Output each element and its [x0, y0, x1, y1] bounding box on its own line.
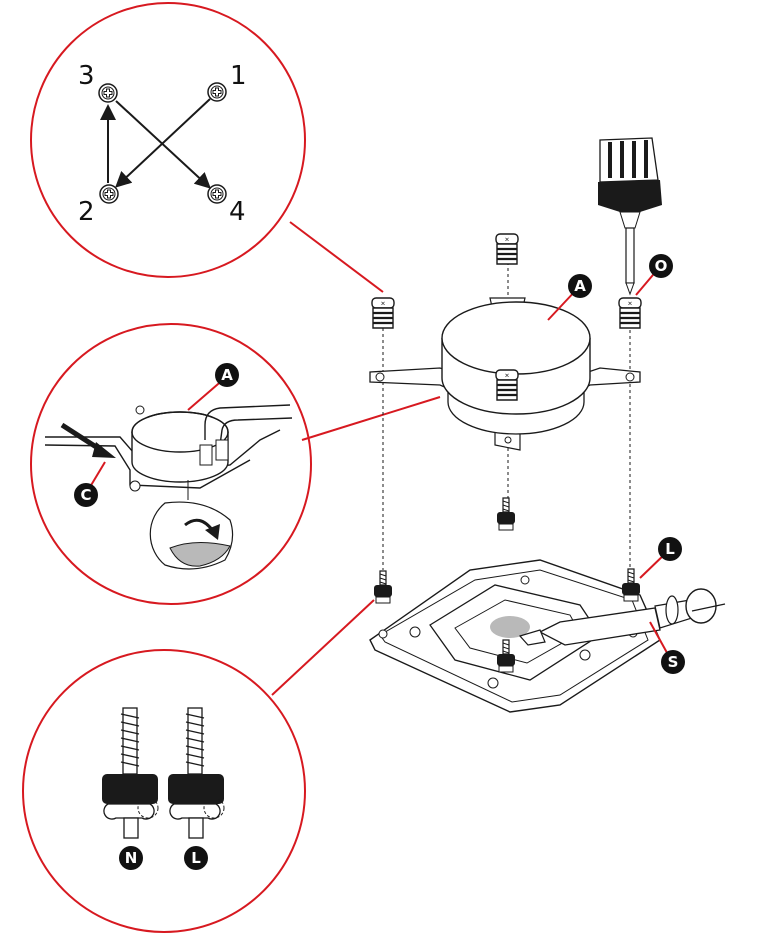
svg-text:L: L: [191, 849, 201, 867]
callout-leader-line: [290, 222, 383, 292]
standoff-detail-callout: [23, 650, 305, 932]
pump-screw-icon: [496, 234, 518, 264]
badge-c-contact-plate: C: [74, 483, 98, 507]
callout-leader-line: [272, 600, 374, 695]
screw-number-2: 2: [78, 197, 95, 227]
badge-n-standoff: N: [119, 846, 143, 870]
svg-text:A: A: [221, 366, 233, 384]
phillips-screw-icon: [100, 185, 118, 203]
standoff-icon: [374, 571, 392, 603]
pump-screw-icon: [372, 298, 394, 328]
phillips-screw-icon: [99, 84, 117, 102]
phillips-screw-icon: [208, 185, 226, 203]
badge-a-detail: A: [215, 363, 239, 387]
svg-text:S: S: [668, 653, 679, 671]
svg-text:N: N: [125, 849, 138, 867]
pump-screw-icon: [496, 370, 518, 400]
badge-o-screwdriver: O: [649, 254, 673, 278]
badge-l-standoff: L: [658, 537, 682, 561]
svg-text:L: L: [665, 540, 675, 558]
badge-l-standoff-detail: L: [184, 846, 208, 870]
standoff-icon: [497, 498, 515, 530]
screw-number-1: 1: [230, 61, 247, 91]
callout-leader-line: [302, 397, 440, 440]
phillips-screw-icon: [208, 83, 226, 101]
screw-number-4: 4: [229, 197, 246, 227]
svg-text:A: A: [574, 277, 586, 295]
badge-s-thermal-paste: S: [661, 650, 685, 674]
screw-number-3: 3: [78, 61, 95, 91]
pump-screw-icon: [619, 298, 641, 328]
screw-order-callout: [31, 3, 305, 277]
svg-text:O: O: [655, 257, 668, 275]
svg-text:C: C: [80, 486, 91, 504]
standoff-icon: [622, 569, 640, 601]
badge-a-pump: A: [568, 274, 592, 298]
